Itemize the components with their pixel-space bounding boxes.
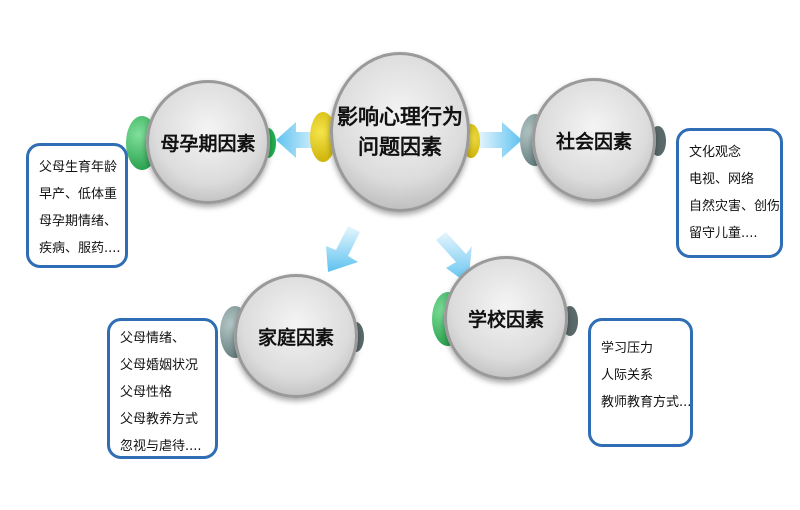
family-item: 父母婚姻状况 (120, 358, 199, 373)
family-item: 父母情绪、 (120, 331, 186, 346)
maternal-item: 父母生育年龄 (39, 160, 118, 175)
maternal-item: 母孕期情绪、 (39, 214, 118, 229)
maternal-node[interactable]: 母孕期因素 (146, 80, 270, 204)
arrow-right (478, 122, 522, 158)
family-item: 忽视与虐待.... (120, 439, 202, 454)
social-node[interactable]: 社会因素 (532, 78, 656, 202)
social-label: 社会因素 (555, 130, 632, 153)
school-item: 人际关系 (601, 368, 654, 383)
family-box: 父母情绪、 父母婚姻状况 父母性格 父母教养方式 忽视与虐待.... (107, 318, 218, 459)
school-box: 学习压力 人际关系 教师教育方式... (588, 318, 693, 447)
center-node[interactable]: 影响心理行为问题因素 (330, 52, 470, 212)
maternal-label: 母孕期因素 (160, 132, 256, 155)
arrow-down-right (436, 232, 472, 284)
maternal-item: 疾病、服药.... (39, 241, 121, 256)
maternal-box: 父母生育年龄 早产、低体重 母孕期情绪、 疾病、服药.... (26, 143, 128, 268)
school-label: 学校因素 (467, 308, 544, 331)
family-item: 父母教养方式 (120, 412, 199, 427)
arrow-left (276, 122, 322, 158)
school-item: 学习压力 (601, 341, 654, 356)
social-item: 文化观念 (689, 145, 742, 160)
school-node[interactable]: 学校因素 (444, 256, 568, 380)
family-node[interactable]: 家庭因素 (234, 274, 358, 398)
center-title-line1: 影响心理行为 (337, 105, 463, 129)
family-label: 家庭因素 (257, 326, 334, 349)
arrow-down-left (326, 226, 360, 272)
center-title-line2: 问题因素 (358, 135, 442, 159)
social-item: 电视、网络 (689, 172, 755, 187)
family-item: 父母性格 (120, 385, 173, 400)
social-item: 留守儿童.... (689, 226, 758, 241)
school-item: 教师教育方式... (601, 395, 692, 410)
maternal-item: 早产、低体重 (39, 187, 118, 202)
social-item: 自然灾害、创伤 (689, 199, 781, 214)
social-box: 文化观念 电视、网络 自然灾害、创伤 留守儿童.... (676, 128, 783, 258)
